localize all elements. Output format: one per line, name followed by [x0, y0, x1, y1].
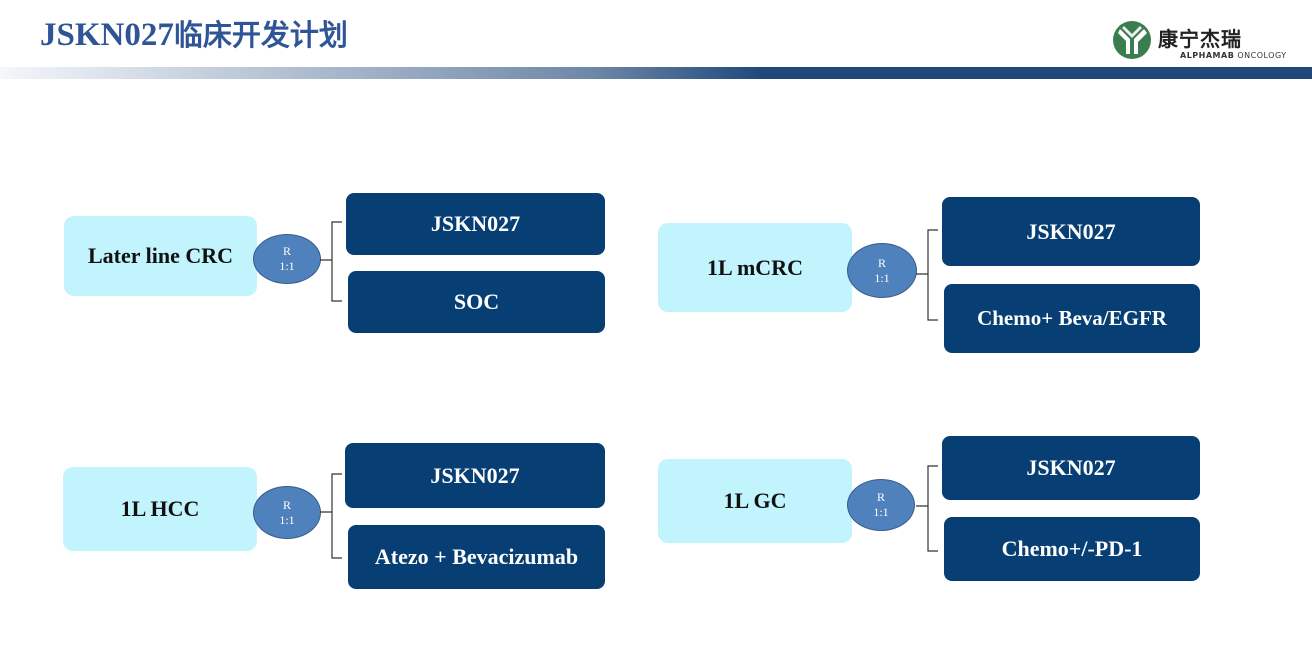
- randomization-ratio: 1:1: [279, 512, 295, 527]
- randomization-ratio: 1:1: [873, 505, 889, 519]
- company-logo: 康宁杰瑞 ALPHAMAB ONCOLOGY: [1112, 18, 1312, 63]
- arm-box-control: Chemo+/-PD-1: [944, 517, 1200, 581]
- randomization-node: R 1:1: [253, 486, 321, 539]
- arm-box-experimental: JSKN027: [942, 197, 1200, 266]
- arm-box-experimental: JSKN027: [345, 443, 605, 508]
- indication-box: 1L GC: [658, 459, 852, 543]
- header-gradient-bar: [0, 67, 1312, 79]
- page-title: JSKN027临床开发计划: [40, 12, 348, 54]
- arm-box-control: Atezo + Bevacizumab: [348, 525, 605, 589]
- randomization-ratio: 1:1: [874, 270, 890, 285]
- logo-name-en: ALPHAMAB ONCOLOGY: [1180, 51, 1287, 60]
- arm-box-experimental: JSKN027: [942, 436, 1200, 500]
- indication-box: 1L HCC: [63, 467, 257, 551]
- bracket-connector: [320, 473, 342, 559]
- arm-box-control: SOC: [348, 271, 605, 333]
- randomization-node: R 1:1: [847, 479, 915, 531]
- bracket-connector: [320, 221, 342, 302]
- bracket-connector: [916, 229, 938, 321]
- logo-name-en-bold: ALPHAMAB: [1180, 51, 1235, 60]
- randomization-node: R 1:1: [253, 234, 321, 284]
- arm-box-control: Chemo+ Beva/EGFR: [944, 284, 1200, 353]
- bracket-connector: [916, 465, 938, 552]
- logo-name-cn: 康宁杰瑞: [1158, 27, 1242, 51]
- randomization-label: R: [282, 497, 291, 512]
- arm-box-experimental: JSKN027: [346, 193, 605, 255]
- randomization-ratio: 1:1: [279, 259, 295, 273]
- indication-box: Later line CRC: [64, 216, 257, 296]
- page-title-product: JSKN027: [40, 17, 174, 53]
- alphamab-logo-icon: [1113, 21, 1151, 59]
- indication-box: 1L mCRC: [658, 223, 852, 312]
- logo-name-en-light: ONCOLOGY: [1234, 51, 1287, 60]
- randomization-node: R 1:1: [847, 243, 917, 298]
- page-title-cn: 临床开发计划: [173, 18, 348, 52]
- randomization-label: R: [282, 244, 291, 258]
- randomization-label: R: [876, 490, 885, 504]
- randomization-label: R: [877, 255, 886, 270]
